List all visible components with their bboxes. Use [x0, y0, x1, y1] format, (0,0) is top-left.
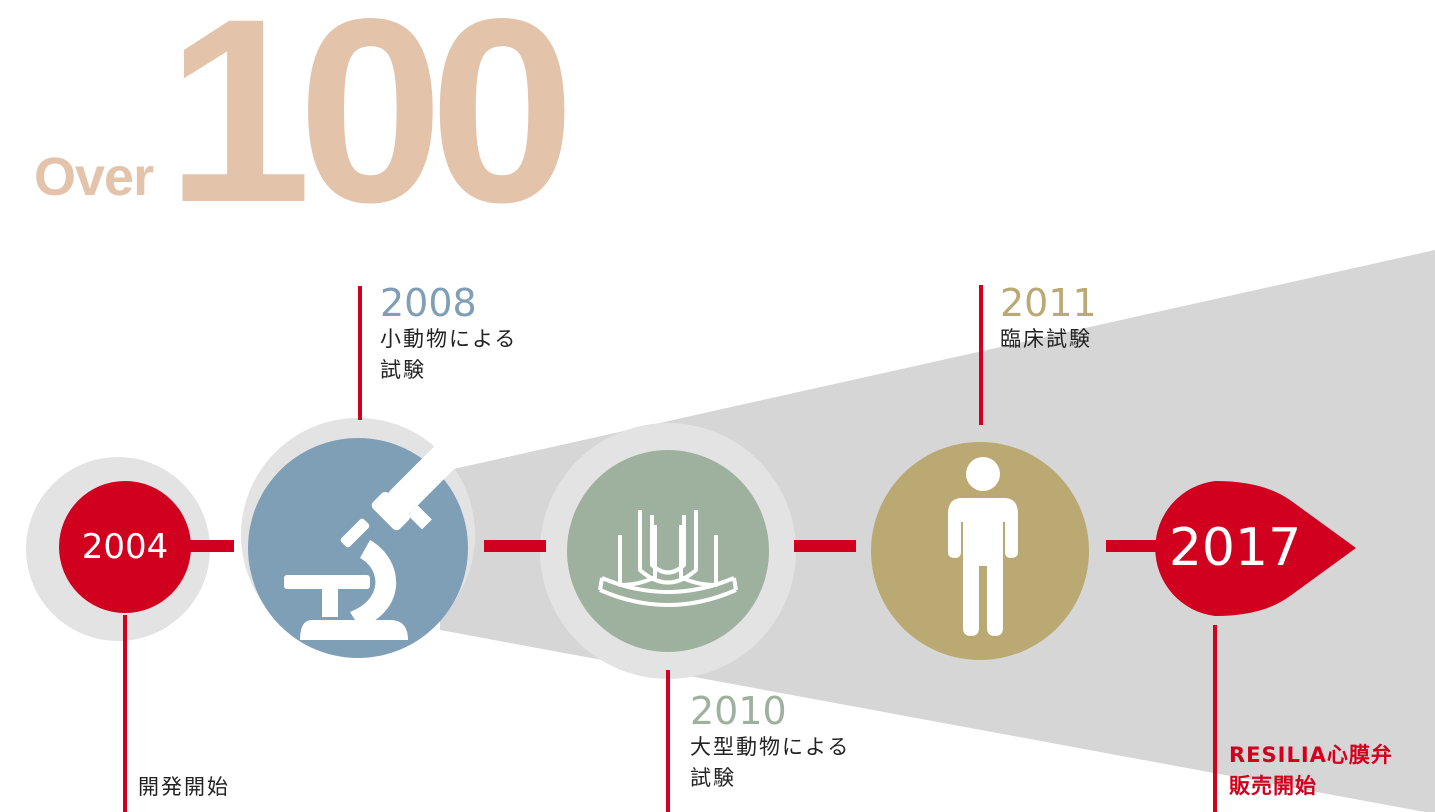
- milestone-desc-line: RESILIA心膜弁: [1229, 743, 1393, 767]
- connector-4: [1106, 540, 1156, 552]
- year-badge-2004: [59, 481, 191, 613]
- hero-number: 100: [166, 0, 575, 257]
- person-icon: [948, 457, 1018, 636]
- badge-year-2004: 2004: [81, 527, 169, 567]
- milestone-year: 2008: [380, 281, 477, 325]
- milestone-desc-line: 開発開始: [138, 775, 230, 799]
- milestone-desc-line: 臨床試験: [1000, 327, 1092, 351]
- milestone-label-2011: 2011 臨床試験: [1000, 282, 1097, 355]
- milestone-desc-line: 販売開始: [1229, 774, 1317, 798]
- milestone-year: 2011: [1000, 281, 1097, 325]
- milestone-year: 2010: [690, 689, 787, 733]
- marker-line-2008: [358, 286, 362, 420]
- milestone-desc-line: 大型動物による: [690, 735, 851, 759]
- microscope-icon: [284, 434, 468, 640]
- marker-line-2011: [979, 285, 983, 425]
- connector-3: [794, 540, 856, 552]
- milestone-label-2017: RESILIA心膜弁 販売開始: [1229, 740, 1435, 802]
- hero-prefix: Over: [34, 147, 154, 207]
- milestone-desc-line: 試験: [690, 766, 736, 790]
- circle-2010: [567, 450, 769, 652]
- marker-line-2004: [123, 615, 127, 812]
- connector-1: [188, 540, 234, 552]
- connector-2: [484, 540, 546, 552]
- milestone-label-2008: 2008 小動物による 試験: [380, 282, 517, 386]
- marker-line-2017: [1213, 625, 1217, 812]
- milestone-label-2004: 開発開始: [138, 772, 230, 803]
- heart-valve-icon: [598, 510, 738, 607]
- badge-year-2017: 2017: [1168, 518, 1302, 578]
- milestone-label-2010: 2010 大型動物による 試験: [690, 690, 850, 794]
- milestone-desc-line: 試験: [380, 358, 426, 382]
- year-badge-2017: [1155, 481, 1356, 616]
- milestone-desc-line: 小動物による: [380, 327, 518, 351]
- marker-line-2010: [666, 670, 670, 812]
